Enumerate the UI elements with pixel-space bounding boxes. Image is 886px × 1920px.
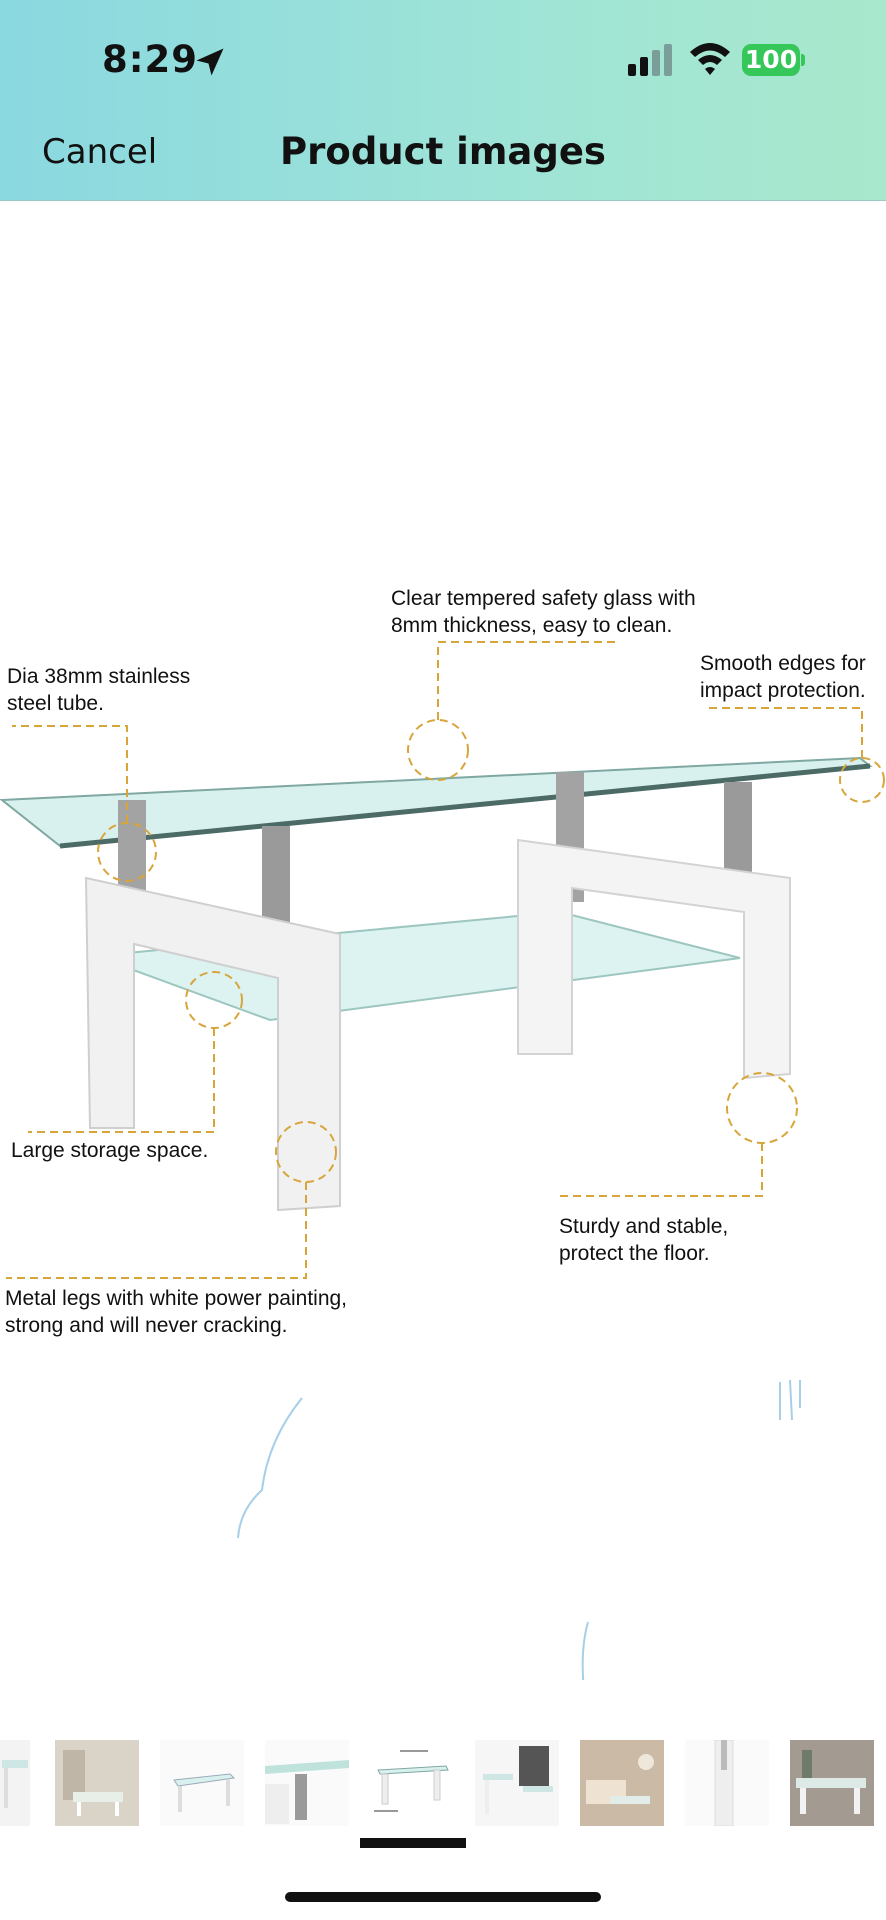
status-time: 8:29 xyxy=(102,38,199,81)
thumbnail[interactable] xyxy=(55,1740,139,1826)
thumbnail[interactable] xyxy=(580,1740,664,1826)
cellular-signal-icon xyxy=(628,44,672,76)
home-indicator[interactable] xyxy=(285,1892,601,1902)
cancel-button[interactable]: Cancel xyxy=(42,132,158,172)
thumbnail[interactable] xyxy=(790,1740,874,1826)
thumbnail-selected[interactable] xyxy=(370,1740,454,1826)
thumbnail[interactable] xyxy=(265,1740,349,1826)
battery-tip xyxy=(801,54,805,66)
product-image xyxy=(0,641,885,1680)
thumbnail-strip xyxy=(0,1740,886,1826)
selected-thumbnail-indicator xyxy=(360,1838,466,1848)
callout-tube: Dia 38mm stainless steel tube. xyxy=(7,665,191,715)
thumbnail[interactable] xyxy=(160,1740,244,1826)
callout-legs: Metal legs with white power painting, st… xyxy=(5,1287,348,1337)
location-arrow-icon xyxy=(196,48,224,76)
callout-floor: Sturdy and stable, protect the floor. xyxy=(559,1215,729,1265)
battery-indicator: 100 xyxy=(742,44,800,76)
thumbnail[interactable] xyxy=(685,1740,769,1826)
wifi-icon xyxy=(690,43,730,75)
header: 8:29 100 Cancel Product images xyxy=(0,0,886,201)
callout-edges: Smooth edges for impact protection. xyxy=(700,652,866,702)
page-title: Product images xyxy=(280,130,606,173)
callout-storage: Large storage space. xyxy=(11,1139,209,1162)
thumbnail[interactable] xyxy=(0,1740,30,1826)
thumbnail[interactable] xyxy=(475,1740,559,1826)
callout-glass: Clear tempered safety glass with 8mm thi… xyxy=(391,587,696,637)
